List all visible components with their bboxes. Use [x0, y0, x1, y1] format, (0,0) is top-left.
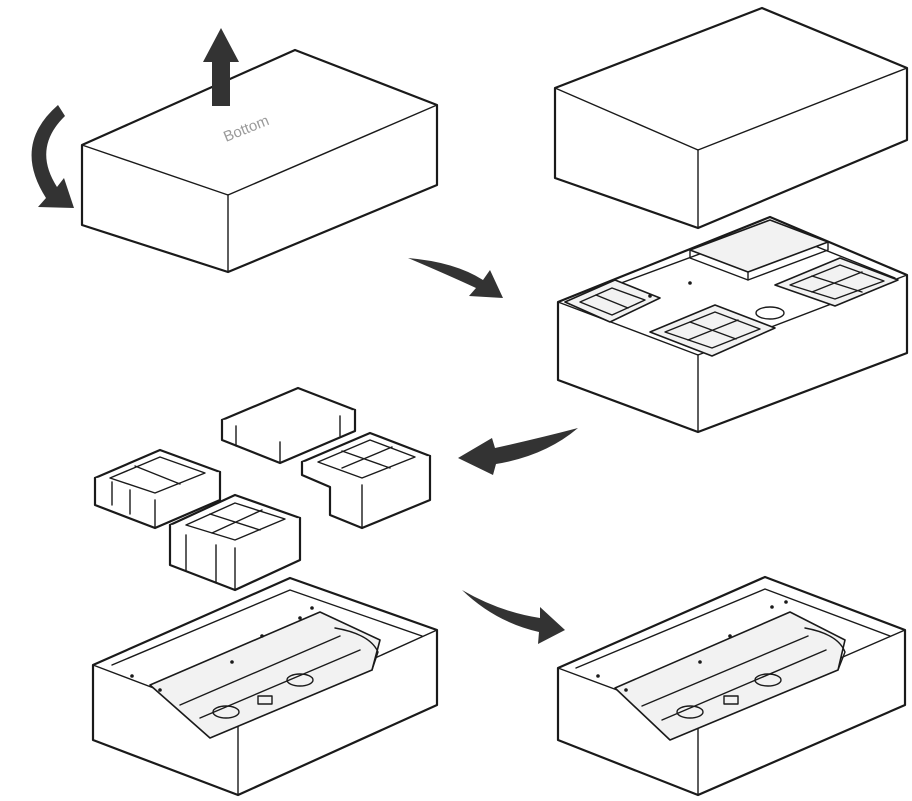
step3-foam-cover — [220, 386, 357, 465]
step3-foam-block-right — [300, 431, 432, 530]
step4-machine-left — [130, 606, 381, 739]
step-arrow-3 — [462, 590, 565, 644]
step4-machine-right — [596, 600, 846, 741]
step-arrow-2 — [458, 428, 578, 475]
step2-foam-inserts — [564, 219, 899, 357]
step2-lid — [553, 6, 909, 230]
flip-over-arrow — [31, 105, 74, 208]
step3-foam-block-centre — [168, 493, 302, 592]
lift-up-arrow — [203, 28, 239, 106]
step-arrow-1 — [408, 258, 503, 298]
step3-foam-block-left — [93, 448, 222, 530]
step1-closed-box: Bottom — [80, 48, 439, 274]
